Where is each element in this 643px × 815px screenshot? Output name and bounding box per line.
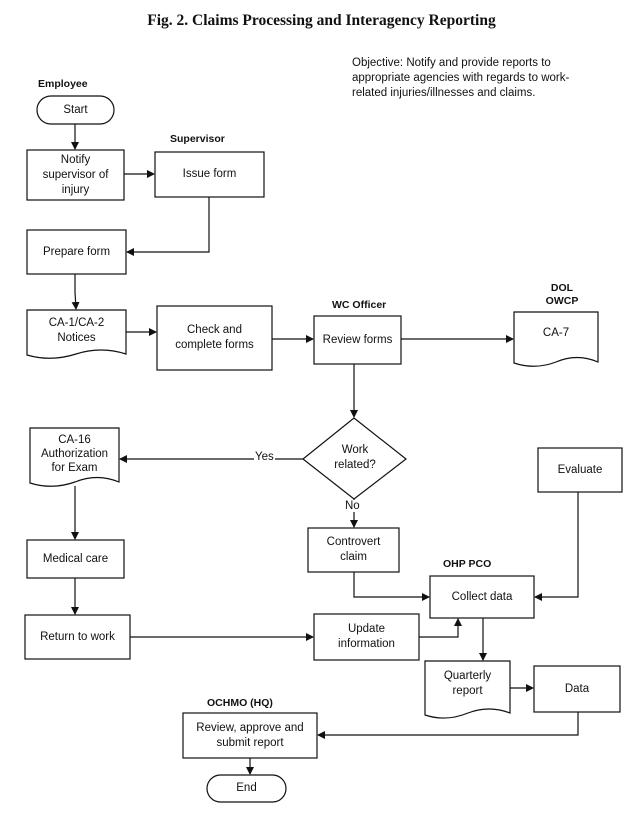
edge-evaluate-to-collect [534, 492, 579, 601]
quarterly-report-line-1: Quarterly [443, 670, 492, 682]
quarterly-report-line-2: report [452, 685, 483, 697]
lane-ohp-pco: OHP PCO [443, 558, 492, 570]
ca1-ca2-line-1: CA-1/CA-2 [48, 317, 105, 329]
ca16-line-1: CA-16 [58, 434, 91, 446]
controvert-claim-shape [307, 527, 400, 573]
lane-dol-label: DOL [550, 282, 574, 294]
notify-supervisor-line-2: supervisor of [42, 168, 109, 181]
return-to-work-node: Return to work [40, 630, 115, 643]
issue-form-shape [154, 151, 265, 198]
review-approve-line-1: Review, approve and [196, 721, 304, 734]
collect-data-node: Collect data [451, 590, 513, 603]
ca16-line-2: Authorization [40, 448, 109, 460]
objective-text: Objective: Notify and provide reports to… [352, 57, 570, 99]
evaluate-shape [537, 447, 623, 493]
update-information-node: Update information [314, 614, 419, 660]
check-complete-line-2: complete forms [175, 339, 254, 351]
data-shape [533, 665, 621, 713]
edge-label-yes: Yes [254, 451, 275, 463]
collect-data-shape [429, 575, 535, 619]
end-terminal-shape [206, 774, 287, 803]
review-forms-node: Review forms [322, 333, 393, 346]
work-related-line-2: related? [334, 459, 376, 471]
ca16-authorization-node: CA-16 Authorization for Exam [30, 430, 119, 478]
update-information-line-2: information [338, 638, 395, 650]
review-approve-submit-node: Review, approve and submit report [183, 713, 317, 758]
controvert-line-2: claim [340, 551, 367, 563]
lane-wc-officer: WC Officer [332, 299, 387, 311]
lane-ochmo-hq: OCHMO (HQ) [207, 697, 273, 709]
work-related-decision-node: Work related? [315, 438, 395, 478]
lane-employee: Employee [38, 78, 88, 90]
notify-supervisor-line-1: Notify [60, 153, 91, 166]
issue-form-node: Issue form [182, 168, 237, 180]
quarterly-report-node: Quarterly report [425, 663, 510, 705]
end-node: End [236, 782, 257, 794]
ca1-ca2-notices-node: CA-1/CA-2 Notices [27, 312, 126, 350]
figure-title: Fig. 2. Claims Processing and Interagenc… [147, 12, 496, 29]
notify-supervisor-line-3: injury [61, 183, 90, 196]
lane-dol-owcp: DOL OWCP [542, 282, 582, 308]
review-approve-shape [182, 712, 318, 759]
return-to-work-shape [24, 614, 131, 660]
review-forms-shape [313, 315, 402, 365]
edge-label-no: No [344, 500, 361, 512]
edge-issue-to-prepare [126, 197, 210, 256]
evaluate-node: Evaluate [557, 463, 603, 476]
notify-supervisor-node: Notify supervisor of injury [27, 150, 124, 200]
edge-controvert-to-collect [353, 572, 430, 601]
edge-data-to-review-approve [317, 712, 579, 739]
lane-owcp-label: OWCP [545, 295, 579, 307]
work-related-line-1: Work [341, 444, 369, 456]
quarterly-report-document-shape [424, 660, 511, 719]
check-complete-line-1: Check and [187, 324, 242, 336]
check-complete-forms-node: Check and complete forms [157, 306, 272, 370]
start-node: Start [63, 103, 88, 116]
lane-supervisor: Supervisor [170, 133, 225, 145]
medical-care-node: Medical care [42, 552, 109, 565]
edge-prepare-to-ca1 [71, 274, 80, 310]
update-information-line-1: Update [347, 623, 386, 635]
ca16-document-shape [29, 427, 120, 487]
ca1-ca2-document-shape [26, 309, 127, 359]
prepare-form-shape [26, 229, 127, 275]
ca7-document-shape [513, 311, 599, 367]
controvert-claim-node: Controvert claim [308, 528, 399, 572]
controvert-line-1: Controvert [326, 536, 381, 548]
edge-update-to-collect [419, 618, 462, 638]
ca16-line-3: for Exam [51, 462, 98, 474]
ca7-node: CA-7 [542, 326, 570, 339]
update-information-shape [313, 613, 420, 661]
data-node: Data [564, 682, 590, 695]
ca1-ca2-line-2: Notices [57, 332, 96, 344]
prepare-form-node: Prepare form [42, 245, 111, 258]
notify-supervisor-shape [26, 149, 125, 201]
check-complete-shape [156, 305, 273, 371]
review-approve-line-2: submit report [216, 736, 284, 749]
